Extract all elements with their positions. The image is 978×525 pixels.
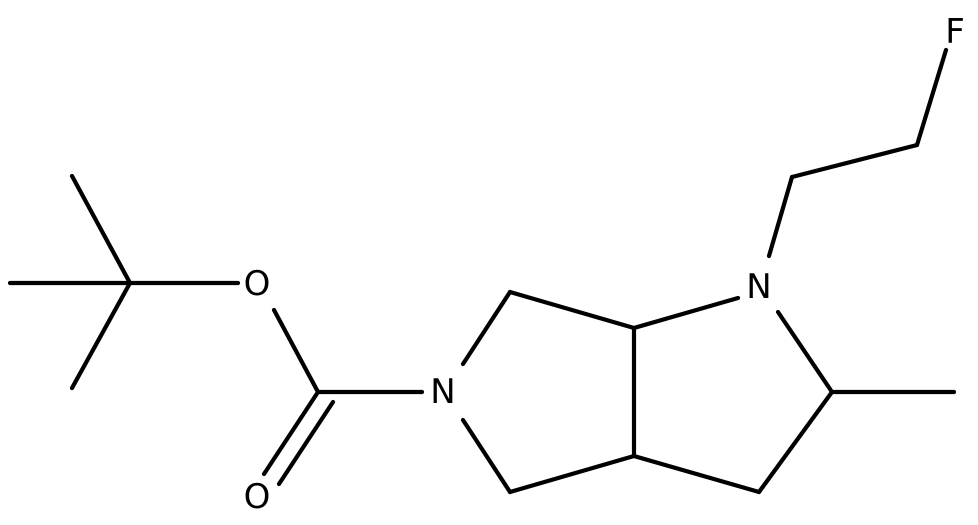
bond-n-to-ch2-top <box>460 289 513 367</box>
bond-ethyl-to-fluorine <box>914 47 949 148</box>
atom-label-nitrogen-left: N <box>430 372 455 412</box>
bond-chme-to-ch2 <box>756 389 835 495</box>
bond-n-to-chme <box>775 309 835 395</box>
bond-ch2-top-to-ring-fusion-top <box>507 289 637 331</box>
bond-ch2-bottom-to-n <box>460 417 513 495</box>
atom-label-carbonyl-oxygen: O <box>244 477 271 517</box>
bond-n-to-ethyl <box>766 174 795 259</box>
bond-tbu-methyl-top <box>69 173 133 286</box>
atom-label-fluorine: F <box>945 12 965 52</box>
bond-ring-fusion-bottom-to-ch2 <box>507 453 637 495</box>
bond-tbu-methyl-bottom <box>69 280 133 391</box>
bond-ch2-to-ring-fusion-bottom <box>631 453 762 495</box>
bond-carbonyl-double-b <box>276 399 336 487</box>
bond-ethyl-chain <box>789 142 920 180</box>
atom-label-ester-oxygen: O <box>244 264 271 304</box>
bond-carbonyl-double-a <box>261 389 321 477</box>
bond-ring-fusion-top-to-n <box>631 295 741 331</box>
atom-label-nitrogen-right: N <box>746 267 771 307</box>
bond-ester-oxygen-to-carbonyl <box>271 307 321 395</box>
